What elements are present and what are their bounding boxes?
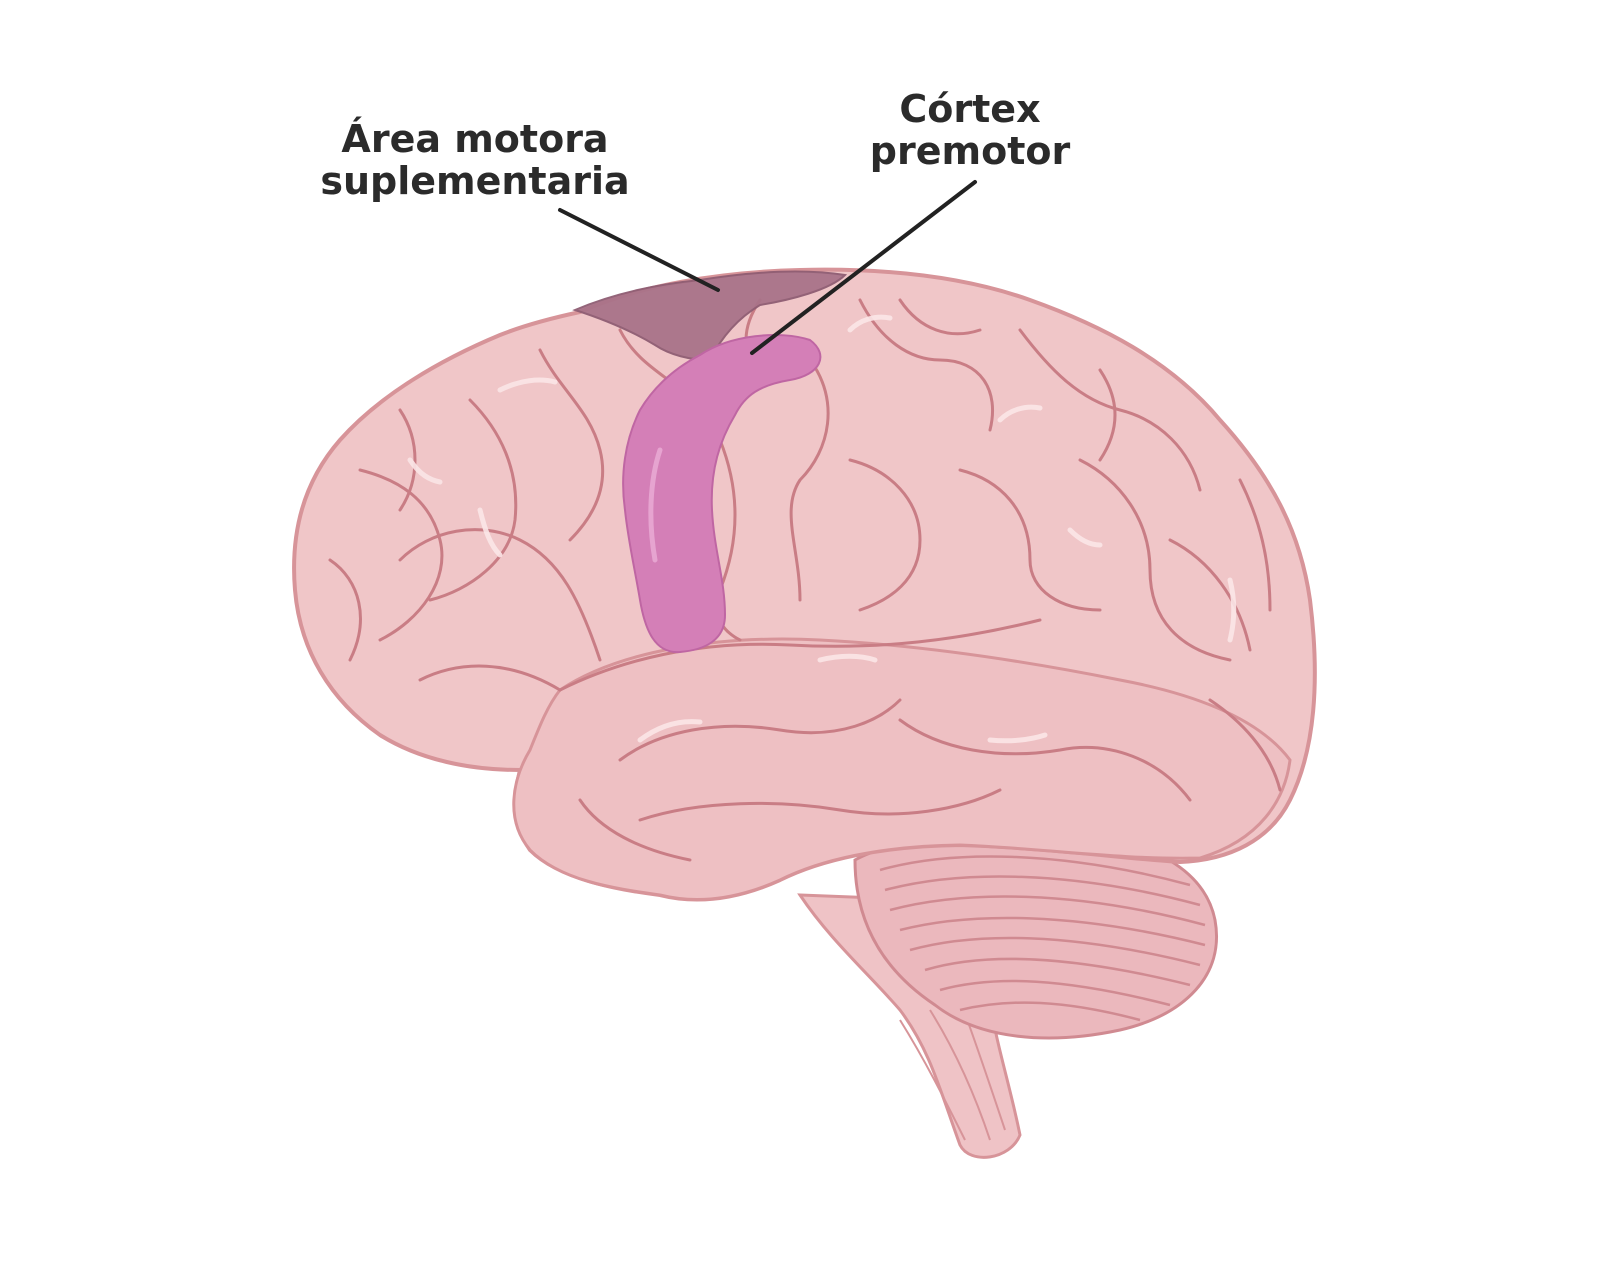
label-supplementary-motor-area-line2: suplementaria <box>320 159 630 203</box>
label-premotor-cortex: Córtex premotor <box>860 88 1080 172</box>
premotor-cortex-region <box>622 334 822 654</box>
label-premotor-cortex-line1: Córtex <box>899 87 1041 131</box>
cerebellum-folia <box>879 855 1206 1022</box>
premotor-cortex-highlight <box>648 447 663 563</box>
temporal-lobe <box>512 637 1292 902</box>
label-supplementary-motor-area: Área motora suplementaria <box>315 118 635 202</box>
label-supplementary-motor-area-line1: Área motora <box>341 117 609 161</box>
leader-line-supplementary-motor-area <box>558 208 720 292</box>
supplementary-motor-area-region <box>572 270 848 362</box>
gyri-highlights <box>407 314 1237 744</box>
leader-line-premotor-cortex <box>750 180 977 355</box>
label-premotor-cortex-line2: premotor <box>869 129 1071 173</box>
